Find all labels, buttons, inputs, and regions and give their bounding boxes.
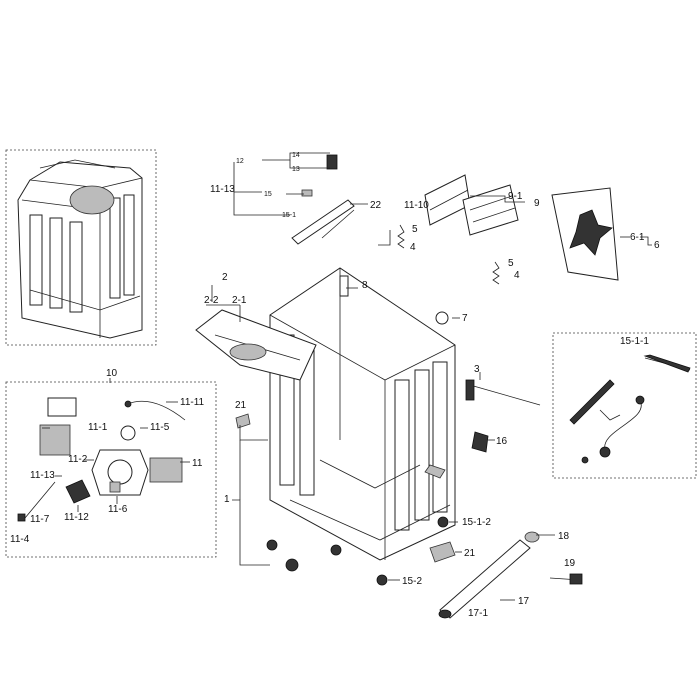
callout-19: 19 xyxy=(564,558,576,569)
callout-11-13: 11-13 xyxy=(30,470,55,481)
tub-cover-6 xyxy=(551,187,619,281)
callout-18: 18 xyxy=(558,531,570,542)
callout-11-4: 11-2 xyxy=(68,454,88,465)
callout-15-3: 15-1 xyxy=(282,212,296,219)
inset-pump-11 xyxy=(5,381,217,558)
callout-12: 15-1-2 xyxy=(462,517,491,528)
callout-15-1: 12 xyxy=(236,158,244,165)
callout-4b: 4 xyxy=(514,270,520,281)
part-11-1 xyxy=(149,457,183,483)
callout-11: 10 xyxy=(106,368,118,379)
callout-16: 15-1-1 xyxy=(620,336,649,347)
callout-labels: 11-13 12 14 13 15 15-1 22 11-10 9-1 9 5 … xyxy=(10,152,660,619)
hose-cord xyxy=(235,413,583,619)
part-11-7 xyxy=(109,481,121,493)
callout-11-1: 11 xyxy=(192,458,203,469)
callout-17-1: 17-1 xyxy=(468,608,488,619)
callout-17: 17 xyxy=(518,596,530,607)
springs-dampers xyxy=(339,224,541,479)
callout-11-2: 11-1 xyxy=(88,422,108,433)
callout-11-10: 11-7 xyxy=(30,514,50,525)
callout-15-1-2: 14 xyxy=(292,152,300,159)
callout-4a: 4 xyxy=(410,242,416,253)
parts-15-22 xyxy=(291,154,355,245)
callout-15: 11-13 xyxy=(210,184,235,195)
callout-2: 2 xyxy=(222,272,228,283)
callout-6: 6 xyxy=(654,240,660,251)
callout-13: 15-2 xyxy=(402,576,422,587)
callout-2-2: 2-2 xyxy=(204,295,219,306)
callout-3: 3 xyxy=(474,364,480,375)
callout-9: 9 xyxy=(534,198,540,209)
callout-15-2: 15 xyxy=(264,191,272,198)
callout-5a: 5 xyxy=(412,224,418,235)
callout-15-1-1: 13 xyxy=(292,166,300,173)
callout-6-1: 6-1 xyxy=(630,232,645,243)
callout-14: 16 xyxy=(496,436,508,447)
inset-assembled-view xyxy=(5,149,157,346)
inset-harness-16 xyxy=(552,332,697,479)
callout-21a: 21 xyxy=(235,400,247,411)
top-panel-2 xyxy=(195,309,317,381)
main-cabinet xyxy=(266,267,456,586)
callout-11-5: 11-4 xyxy=(10,534,30,545)
callout-2-1: 2-1 xyxy=(232,295,247,306)
callout-10: 11-10 xyxy=(404,200,429,211)
part-11-6 xyxy=(120,425,136,441)
callout-1: 1 xyxy=(224,494,230,505)
callout-11-11: 11-11 xyxy=(180,397,205,408)
callout-5b: 5 xyxy=(508,258,514,269)
part-11-2 xyxy=(39,424,71,456)
callout-7: 7 xyxy=(462,313,468,324)
callout-11-6: 11-5 xyxy=(150,422,170,433)
leader-lines xyxy=(42,152,652,601)
dispenser-9-10 xyxy=(424,174,519,236)
part-11-2-cover xyxy=(47,397,77,417)
callout-21b: 21 xyxy=(464,548,476,559)
callout-11-12: 11-12 xyxy=(64,512,89,523)
callout-8: 8 xyxy=(362,280,368,291)
part-11-12 xyxy=(65,479,91,504)
callout-11-7: 11-6 xyxy=(108,504,128,515)
callout-9-1: 9-1 xyxy=(508,191,523,202)
callout-22: 22 xyxy=(370,200,382,211)
part-11-5 xyxy=(17,513,26,522)
